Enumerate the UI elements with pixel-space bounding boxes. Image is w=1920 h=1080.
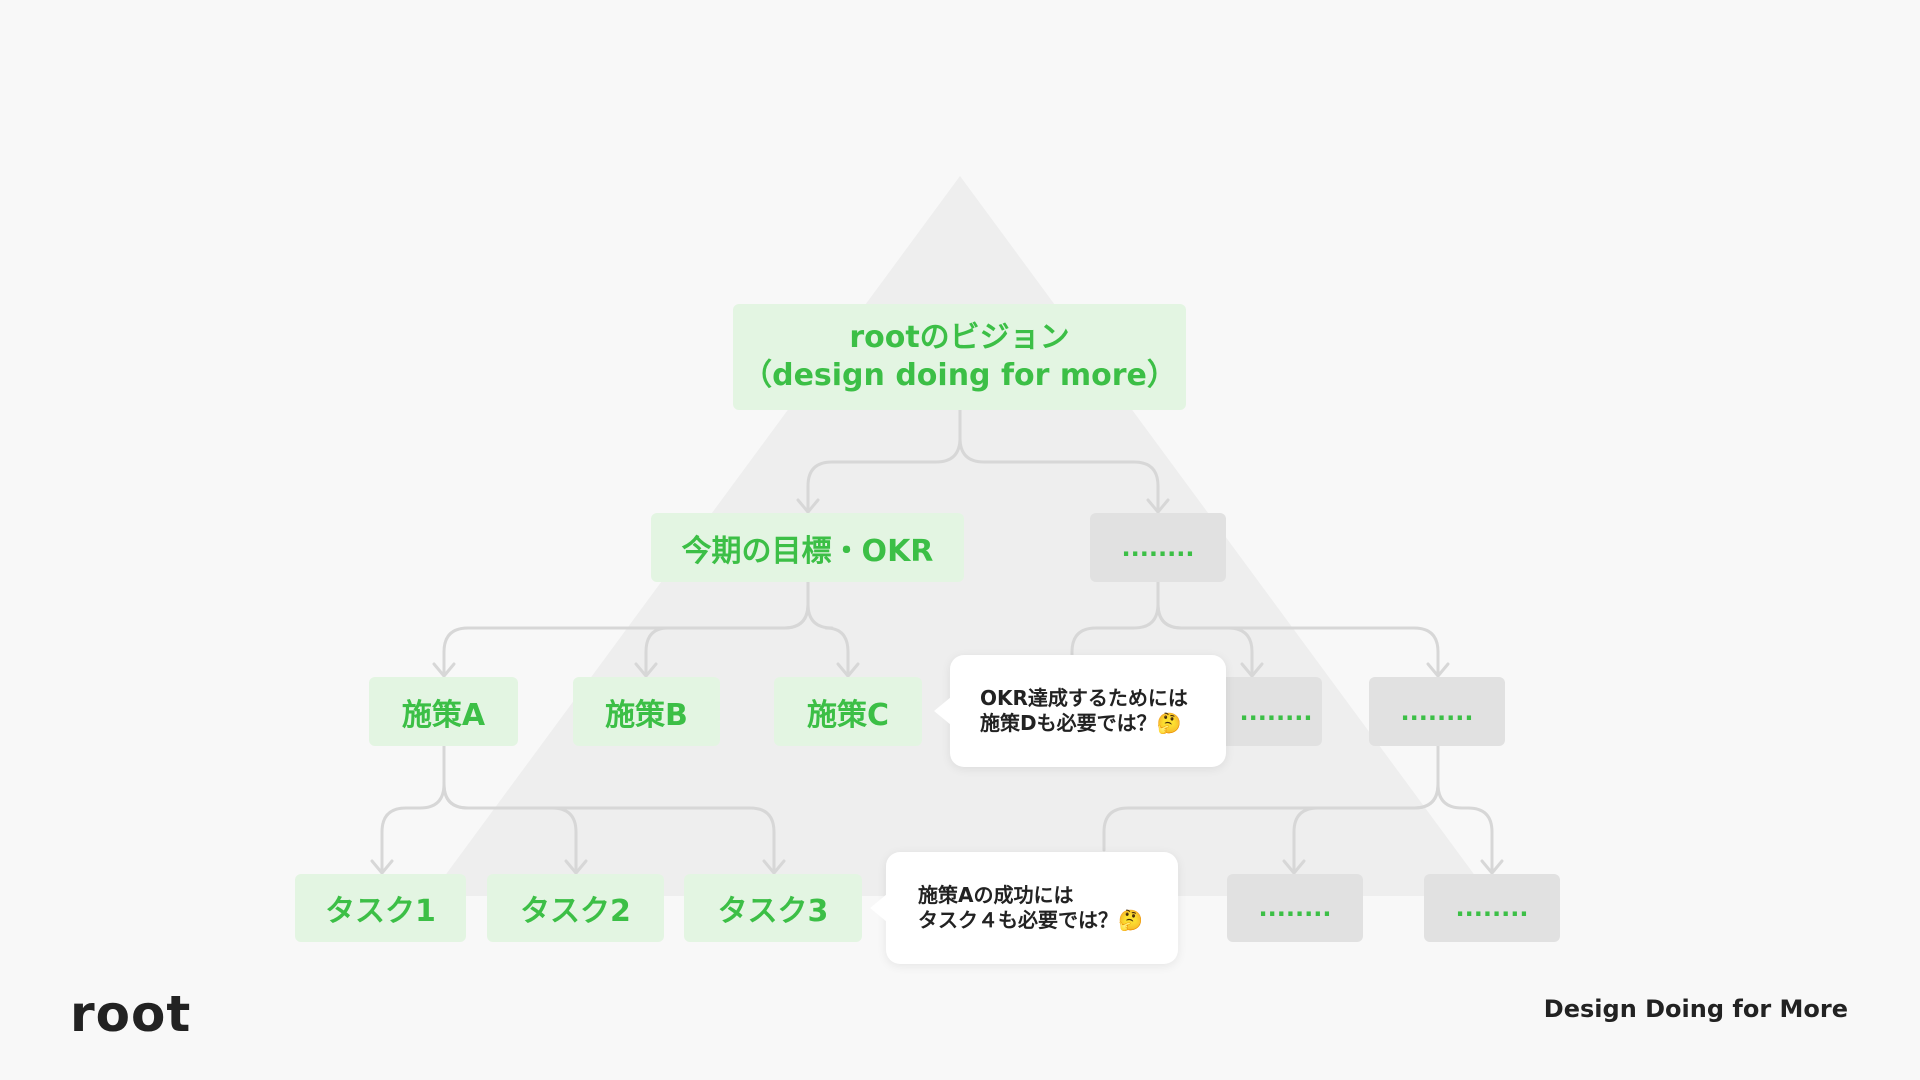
bubble-line: タスク４も必要では？🤔 [918,908,1143,932]
arrowhead [762,859,786,875]
connector-vision-dots [958,436,1160,512]
task-2-label: タスク2 [520,894,631,929]
placeholder-label: ........ [1400,697,1474,726]
tagline: Design Doing for More [1543,995,1848,1023]
vision-node: rootのビジョン （design doing for more） [733,304,1186,410]
measure-b-node: 施策B [573,677,720,746]
measure-a-node: 施策A [369,677,518,746]
okr-label: 今期の目標・OKR [681,533,934,569]
placeholder-node: ........ [1090,513,1226,582]
connector-dots-task-mid [1292,782,1440,873]
task-3-node: タスク3 [684,874,862,942]
connector-a-task3 [442,782,776,873]
bubble-text: 施策Aの成功には タスク４も必要では？🤔 [918,883,1143,933]
measure-a-label: 施策A [401,697,486,733]
placeholder-label: ........ [1239,697,1313,726]
measure-c-node: 施策C [774,677,922,746]
placeholder-label: ........ [1258,894,1332,922]
task-1-node: タスク1 [295,874,466,942]
connector-a-task1 [380,744,446,873]
placeholder-node: ........ [1369,677,1505,746]
arrowhead [1146,498,1170,514]
arrowhead [836,662,860,678]
task-1-label: タスク1 [325,894,436,929]
bubble-text: OKR達成するためには 施策Dも必要では？🤔 [980,686,1188,736]
connectors [370,408,1504,875]
arrowhead [370,859,394,875]
connector-dots-task-right [1436,782,1494,873]
arrowhead [634,662,658,678]
bubble-line: OKR達成するためには [980,686,1188,710]
placeholder-node: ........ [1227,874,1363,942]
measure-b-label: 施策B [605,697,688,733]
arrowhead [1480,859,1504,875]
arrowhead [1426,662,1450,678]
task-comment-bubble: 施策Aの成功には タスク４も必要では？🤔 [870,852,1178,964]
arrowhead [432,662,456,678]
task-2-node: タスク2 [487,874,664,942]
task-3-label: タスク3 [717,894,829,929]
logo-text: root [70,985,192,1043]
connector-vision-okr [806,408,962,512]
arrowhead [1282,859,1306,875]
placeholder-node: ........ [1424,874,1560,942]
placeholder-label: ........ [1455,894,1529,922]
connector-dots-right [1156,602,1440,676]
root-logo: root [70,985,191,1043]
arrowhead [564,859,588,875]
bubble-tail [870,894,887,922]
okr-comment-bubble: OKR達成するためには 施策Dも必要では？🤔 [934,655,1226,767]
connector-dots-left [1070,580,1160,664]
arrowhead [1240,662,1264,678]
bubble-line: 施策Aの成功には [918,883,1074,907]
okr-node: 今期の目標・OKR [651,513,964,582]
connector-okr-c [806,602,850,676]
vision-title: rootのビジョン [849,320,1070,355]
placeholder-label: ........ [1121,533,1195,562]
measure-c-label: 施策C [806,697,890,733]
connector-okr-b [644,602,810,676]
bubble-line: 施策Dも必要では？🤔 [980,711,1182,735]
arrowhead [796,498,820,514]
bubble-tail [934,697,951,725]
vision-subtitle: （design doing for more） [742,358,1177,393]
